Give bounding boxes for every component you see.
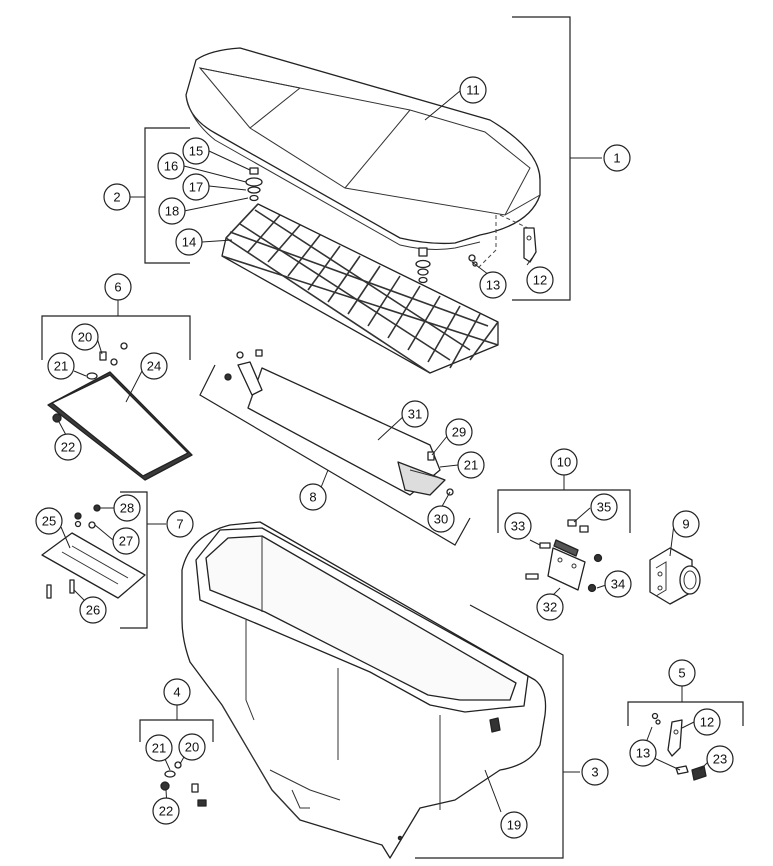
svg-text:23: 23 [713, 752, 727, 767]
callout-29: 29 [445, 418, 473, 446]
callout-23: 23 [706, 745, 734, 773]
svg-text:33: 33 [511, 519, 525, 534]
latch-icon [667, 719, 683, 757]
hopper-body-icon [181, 521, 547, 859]
svg-text:8: 8 [309, 490, 316, 505]
callout-12: 12 [526, 266, 554, 294]
svg-text:3: 3 [591, 765, 598, 780]
svg-text:5: 5 [678, 666, 685, 681]
callout-18: 18 [158, 197, 186, 225]
svg-text:31: 31 [408, 407, 422, 422]
callout-12: 12 [693, 708, 721, 736]
svg-text:21: 21 [54, 359, 68, 374]
svg-text:34: 34 [611, 577, 625, 592]
screen-hardware-icon [245, 167, 431, 284]
callout-11: 11 [459, 76, 487, 104]
svg-text:9: 9 [682, 517, 689, 532]
svg-text:30: 30 [434, 512, 448, 527]
svg-text:10: 10 [557, 455, 571, 470]
callout-35: 35 [590, 493, 618, 521]
callout-1: 1 [603, 144, 631, 172]
callout-22: 22 [152, 797, 180, 825]
callout-17: 17 [182, 173, 210, 201]
callout-34: 34 [604, 570, 632, 598]
callout-19: 19 [500, 811, 528, 839]
svg-text:21: 21 [152, 741, 166, 756]
svg-text:13: 13 [636, 746, 650, 761]
callout-20: 20 [71, 323, 99, 351]
callout-21: 21 [457, 451, 485, 479]
svg-text:6: 6 [114, 280, 121, 295]
callout-9: 9 [672, 510, 700, 538]
callout-27: 27 [112, 527, 140, 555]
callout-22: 22 [54, 433, 82, 461]
chute-icon [237, 361, 446, 496]
svg-text:13: 13 [486, 278, 500, 293]
callout-28: 28 [113, 494, 141, 522]
callout-21: 21 [47, 352, 75, 380]
svg-text:35: 35 [597, 500, 611, 515]
callout-8: 8 [299, 483, 327, 511]
latch-icon [523, 227, 537, 263]
callout-3: 3 [581, 758, 609, 786]
callout-21: 21 [145, 734, 173, 762]
callout-10: 10 [550, 448, 578, 476]
svg-text:11: 11 [466, 83, 480, 98]
callout-16: 16 [157, 152, 185, 180]
svg-text:19: 19 [507, 818, 521, 833]
callout-30: 30 [427, 505, 455, 533]
callout-6: 6 [104, 273, 132, 301]
svg-text:4: 4 [173, 685, 180, 700]
svg-text:20: 20 [185, 740, 199, 755]
svg-text:18: 18 [165, 204, 179, 219]
chute-hardware-icon [224, 349, 454, 496]
svg-text:22: 22 [159, 804, 173, 819]
callout-15: 15 [182, 137, 210, 165]
svg-text:15: 15 [189, 144, 203, 159]
spinner-hardware-icon [46, 504, 101, 599]
grid-screen-icon [221, 203, 499, 374]
svg-text:17: 17 [189, 180, 203, 195]
spinner-plate-icon [41, 532, 146, 599]
svg-text:12: 12 [533, 273, 547, 288]
svg-text:26: 26 [86, 603, 100, 618]
svg-text:28: 28 [120, 501, 134, 516]
callout-24: 24 [140, 352, 168, 380]
callout-13: 13 [479, 271, 507, 299]
callout-26: 26 [79, 596, 107, 624]
motor-mount-icon [649, 547, 701, 605]
svg-text:16: 16 [164, 159, 178, 174]
svg-text:20: 20 [78, 330, 92, 345]
svg-text:12: 12 [700, 715, 714, 730]
callout-33: 33 [504, 512, 532, 540]
callout-4: 4 [163, 678, 191, 706]
deflector-plate-icon [47, 371, 193, 481]
callout-20: 20 [178, 733, 206, 761]
svg-text:7: 7 [176, 517, 183, 532]
svg-text:1: 1 [613, 151, 620, 166]
svg-text:21: 21 [464, 458, 478, 473]
callout-2: 2 [103, 183, 131, 211]
svg-text:27: 27 [119, 534, 133, 549]
bracket-icon [547, 539, 586, 591]
callout-13: 13 [629, 739, 657, 767]
callout-7: 7 [166, 510, 194, 538]
svg-text:2: 2 [113, 190, 120, 205]
svg-text:24: 24 [147, 359, 161, 374]
callout-32: 32 [536, 593, 564, 621]
callout-14: 14 [175, 228, 203, 256]
callout-25: 25 [35, 507, 63, 535]
lid-icon [185, 47, 541, 250]
latch-hardware-icon [651, 712, 707, 781]
svg-text:32: 32 [543, 600, 557, 615]
hopper-hardware-icon [160, 761, 207, 807]
svg-text:29: 29 [452, 425, 466, 440]
svg-text:14: 14 [182, 235, 196, 250]
callout-5: 5 [668, 659, 696, 687]
svg-text:22: 22 [61, 440, 75, 455]
callout-31: 31 [401, 400, 429, 428]
svg-text:25: 25 [42, 514, 56, 529]
